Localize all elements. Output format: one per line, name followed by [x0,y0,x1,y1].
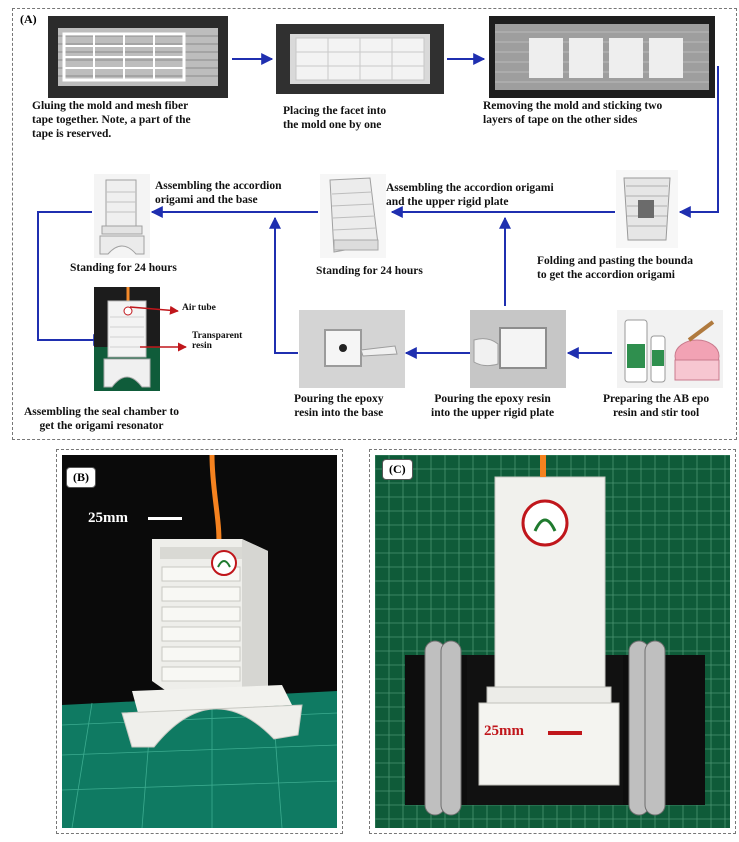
panel-c-label: (C) [382,459,413,480]
photo-epoxy-upper-plate [470,310,566,388]
photo-placing-facets [276,24,444,94]
caption-step6b: Standing for 24 hours [70,262,177,274]
panel-b-label: (B) [66,467,96,488]
photo-panel-c [375,455,730,828]
label-air-tube: Air tube [182,303,216,313]
photo-accordion-base [94,174,150,258]
photo-origami-resonator [94,287,160,391]
panel-a-label: (A) [20,12,37,26]
photo-epoxy-base [299,310,405,388]
photo-mold-mesh [48,16,228,98]
panel-b [56,449,343,834]
scale-text-c: 25mm [484,723,524,739]
panel-c [369,449,736,834]
photo-ab-epoxy [617,310,723,388]
scale-bar-b [148,517,182,520]
photo-panel-b [62,455,337,828]
photo-accordion-plate [320,174,386,258]
photo-accordion-origami [616,170,678,248]
scale-bar-c [548,731,582,735]
caption-step5b: Standing for 24 hours [316,265,423,277]
scale-text-b: 25mm [88,510,128,526]
panel-a [12,8,737,440]
photo-removing-mold [489,16,715,98]
